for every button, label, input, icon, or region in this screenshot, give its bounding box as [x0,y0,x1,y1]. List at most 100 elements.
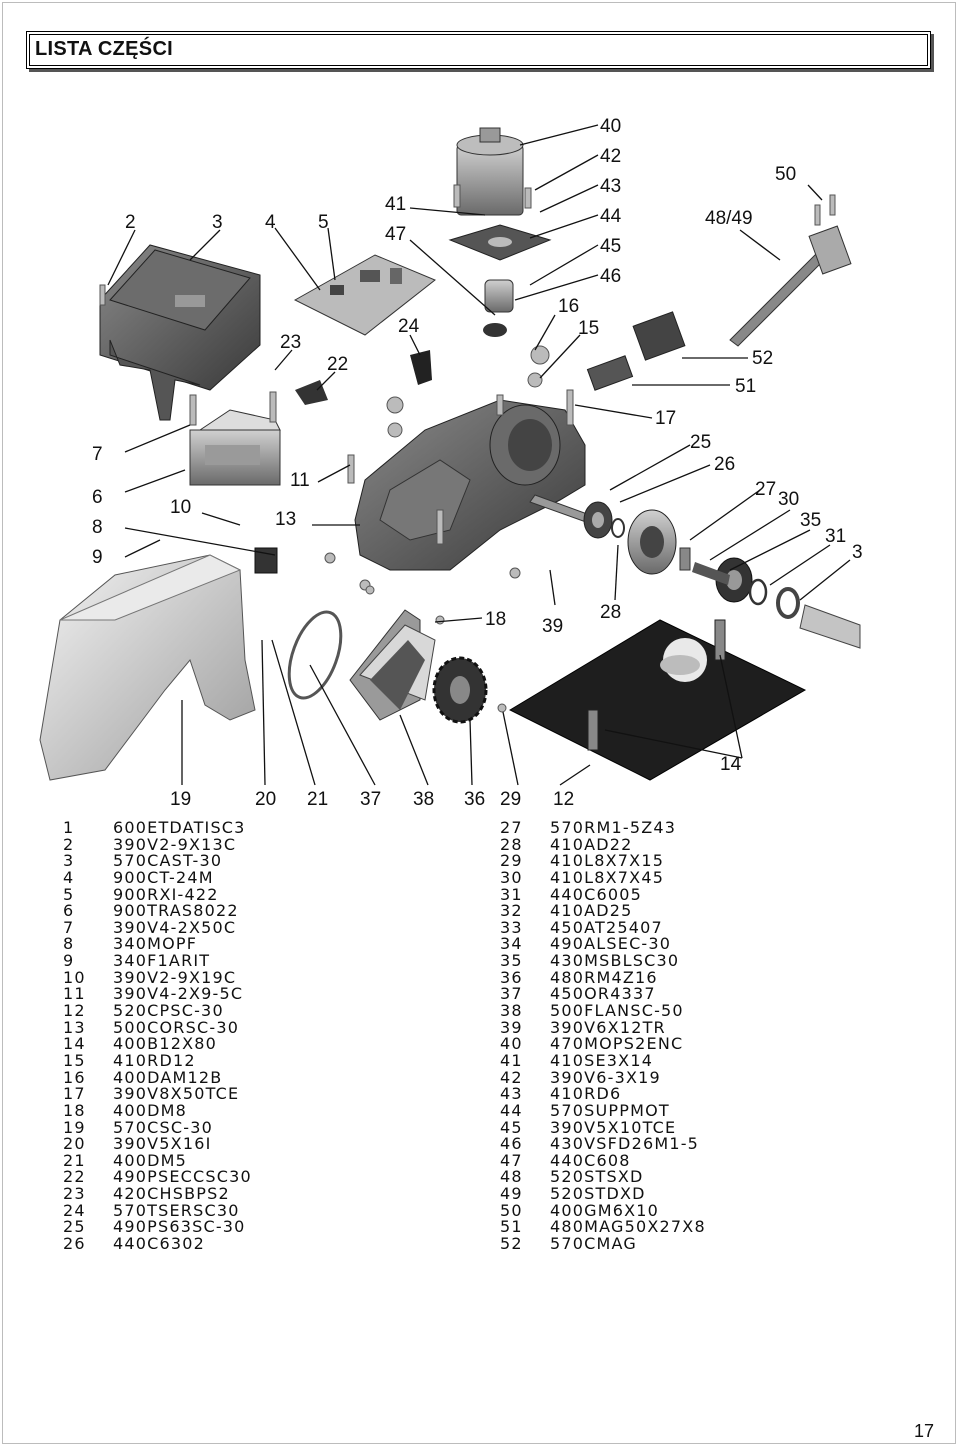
part-code: 450AT25407 [550,917,663,937]
callout-label: 48/49 [705,208,753,229]
title-box-inner-border [29,34,928,66]
callout-label: 35 [800,510,821,531]
oring-part [287,610,343,700]
coupling-part [484,279,514,313]
callout-label: 14 [720,754,742,775]
callout-label: 46 [600,266,621,287]
callout-label: 29 [500,789,521,810]
part-number: 3 [63,851,75,871]
part-number: 41 [500,1050,523,1070]
part-number: 1 [63,818,75,837]
magnet-holder-part [632,311,686,361]
motor-part [456,127,524,216]
part-code: 440C6005 [550,884,643,904]
part-number: 48 [500,1167,523,1187]
callout-label: 45 [600,236,621,257]
callout-label: 18 [485,609,506,630]
part-number: 40 [500,1034,523,1054]
callout-label: 28 [600,602,621,623]
callout-label: 39 [542,616,563,637]
part-shapes [39,127,861,781]
part-number: 46 [500,1134,523,1154]
part-code: 900CT-24M [113,867,214,887]
callout-label: 3 [852,542,863,563]
callout-label: 24 [398,316,420,337]
leader-lines [107,124,851,786]
part-code: 400DM5 [113,1150,188,1170]
rack-bracket-part [729,225,852,347]
motor-support-part [448,224,552,261]
part-number: 17 [63,1084,86,1104]
cover-part [39,554,256,781]
part-code: 900TRAS8022 [113,901,239,921]
part-number: 38 [500,1001,523,1021]
callout-label: 12 [553,789,574,810]
part-number: 29 [500,851,523,871]
flange-part [349,609,436,721]
part-number: 51 [500,1217,523,1237]
part-code: 410SE3X14 [550,1050,654,1070]
part-code: 400GM6X10 [550,1200,660,1220]
callout-label: 21 [307,789,328,810]
part-code: 400DAM12B [113,1067,223,1087]
part-number: 32 [500,901,523,921]
gear-part [483,323,507,337]
part-number: 49 [500,1184,523,1204]
part-code: 490PSECCSC30 [113,1167,252,1187]
callout-label: 23 [280,332,301,353]
part-number: 22 [63,1167,86,1187]
part-code: 390V2-9X13C [113,834,237,854]
parts-row: 43 410RD6 [500,1086,706,1103]
part-number: 19 [63,1117,86,1137]
callout-label: 38 [413,789,434,810]
part-number: 30 [500,867,523,887]
part-code: 390V4-2X50C [113,917,237,937]
part-number: 52 [500,1234,523,1254]
callout-label: 51 [735,376,756,397]
callout-label: 31 [825,526,846,547]
callout-label: 9 [92,547,103,568]
parts-row: 22 490PSECCSC30 [63,1169,252,1186]
part-number: 43 [500,1084,523,1104]
control-box-part [99,244,261,421]
transformer-part [189,409,281,486]
screw-parts [99,184,836,713]
exploded-view-diagram: 2 3 4 5 23 22 24 41 47 40 42 43 44 45 46… [30,100,870,810]
parts-row: 41 410SE3X14 [500,1050,706,1070]
part-code: 410RD6 [550,1084,622,1104]
part-code: 400B12X80 [113,1034,217,1054]
part-number: 21 [63,1150,86,1170]
part-number: 26 [63,1234,86,1254]
callout-label: 17 [655,408,676,429]
callout-label: 10 [170,497,191,518]
part-code: 480RM4Z16 [550,967,658,987]
callout-label: 47 [385,224,406,245]
magnet-part [586,355,634,391]
part-number: 4 [63,867,75,887]
part-code: 410AD22 [550,834,633,854]
pinion-part [432,656,488,724]
callout-label: 36 [464,789,485,810]
callout-label: 8 [92,517,103,538]
parts-row: 21 400DM5 [63,1150,252,1170]
part-code: 490ALSEC-30 [550,934,672,954]
callout-labels: 2 3 4 5 23 22 24 41 47 40 42 43 44 45 46… [92,116,863,810]
